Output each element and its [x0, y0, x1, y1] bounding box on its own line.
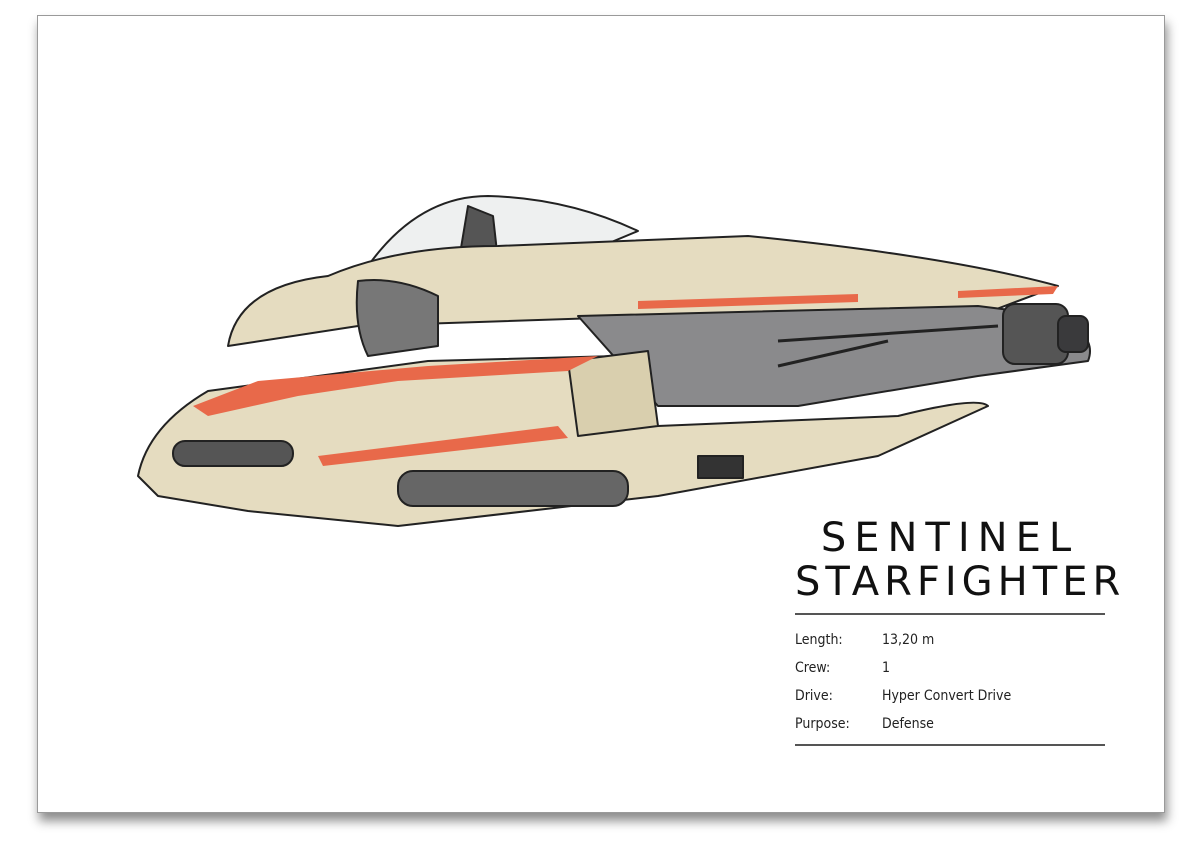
- poster: SENTINEL STARFIGHTER Length: 13,20 m Cre…: [37, 15, 1165, 813]
- spec-value: Hyper Convert Drive: [882, 688, 1012, 704]
- starfighter-illustration: [137, 195, 1091, 527]
- spec-value: 13,20 m: [882, 632, 935, 648]
- spec-row-crew: Crew: 1: [795, 654, 1105, 682]
- spec-value: 1: [882, 660, 891, 676]
- accent-stripes: [193, 286, 1058, 466]
- spec-table: Length: 13,20 m Crew: 1 Drive: Hyper Con…: [795, 626, 1105, 738]
- main-hull: [137, 355, 989, 527]
- divider-bottom: [795, 744, 1105, 746]
- spec-label: Crew:: [795, 660, 831, 676]
- spec-label: Length:: [795, 632, 843, 648]
- spec-row-purpose: Purpose: Defense: [795, 710, 1105, 738]
- divider-top: [795, 613, 1105, 615]
- spec-label: Purpose:: [795, 716, 850, 732]
- spec-row-length: Length: 13,20 m: [795, 626, 1105, 654]
- spec-value: Defense: [882, 716, 934, 732]
- spec-label: Drive:: [795, 688, 833, 704]
- title-line-1: SENTINEL: [820, 515, 1080, 561]
- spec-row-drive: Drive: Hyper Convert Drive: [795, 682, 1105, 710]
- title-line-2: STARFIGHTER: [795, 559, 1126, 605]
- ship-title: SENTINEL STARFIGHTER: [795, 515, 1126, 605]
